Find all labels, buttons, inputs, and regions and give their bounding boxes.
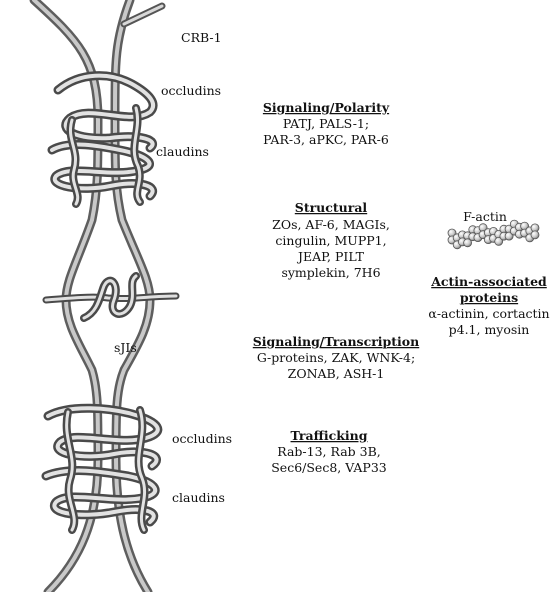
signaling-polarity-line: PAR-3, aPKC, PAR-6 [263,132,389,147]
signaling-polarity-group: Signaling/Polarity PATJ, PALS-1; PAR-3, … [263,100,390,147]
actin-associated-line: p4.1, myosin [449,322,530,337]
claudins-top-label: claudins [156,144,209,159]
f-actin-filament [448,220,539,249]
trafficking-line: Sec6/Sec8, VAP33 [271,460,387,475]
trafficking-group: Trafficking Rab-13, Rab 3B, Sec6/Sec8, V… [271,428,387,475]
structural-title: Structural [295,200,368,215]
signaling-polarity-title: Signaling/Polarity [263,100,390,115]
signaling-transcription-group: Signaling/Transcription G-proteins, ZAK,… [253,334,419,381]
structural-line: symplekin, 7H6 [281,265,380,280]
claudins-bottom-label: claudins [172,490,225,505]
f-actin-label: F-actin [463,209,507,224]
signaling-transcription-line: ZONAB, ASH-1 [288,366,385,381]
sjis-label: sJIs [114,340,137,355]
trafficking-line: Rab-13, Rab 3B, [277,444,380,459]
actin-associated-title: Actin-associated [430,274,547,289]
structural-line: cingulin, MUPP1, [275,233,386,248]
structural-line: ZOs, AF-6, MAGIs, [272,217,390,232]
structural-line: JEAP, PILT [296,249,365,264]
f-actin-bead [531,231,539,239]
occludins-top-label: occludins [161,83,221,98]
trafficking-title: Trafficking [291,428,368,443]
actin-associated-title-2: proteins [460,290,518,305]
actin-associated-line: α-actinin, cortactin [428,306,549,321]
structural-group: Structural ZOs, AF-6, MAGIs, cingulin, M… [272,200,390,280]
occludins-bottom-label: occludins [172,431,232,446]
signaling-transcription-title: Signaling/Transcription [253,334,419,349]
signaling-polarity-line: PATJ, PALS-1; [283,116,369,131]
signaling-transcription-line: G-proteins, ZAK, WNK-4; [257,350,415,365]
crb1-label: CRB-1 [181,30,222,45]
